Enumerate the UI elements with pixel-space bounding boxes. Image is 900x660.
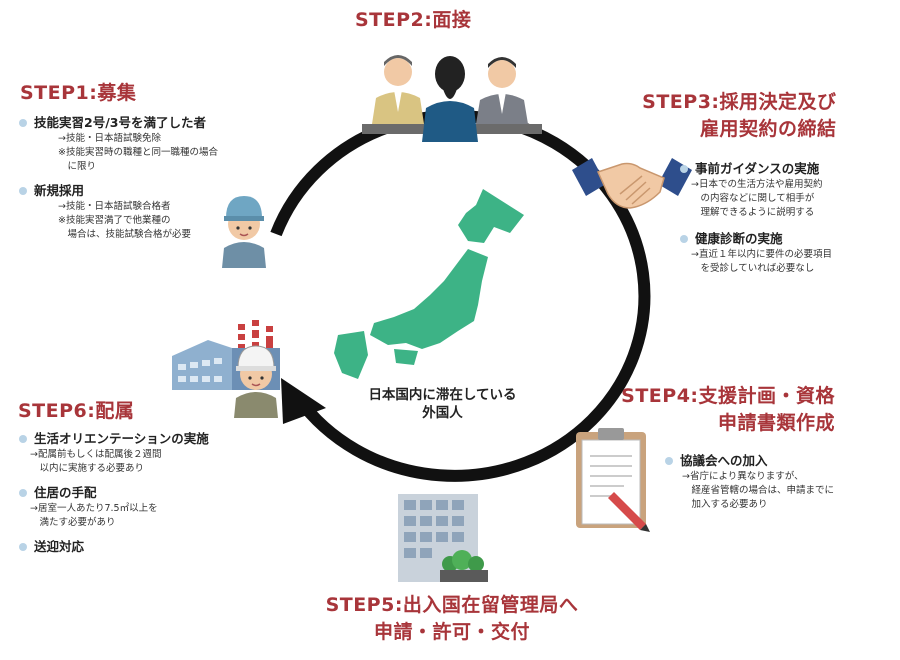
step6-item-3: 送迎対応 bbox=[18, 538, 209, 556]
step6-title: STEP6:配属 bbox=[18, 400, 135, 422]
step1-item-2: 新規採用 →技能・日本語試験合格者 ※技能実習満了で他業種の 場合は、技能試験合… bbox=[18, 182, 218, 242]
step1-item-1: 技能実習2号/3号を満了した者 →技能・日本語試験免除 ※技能実習時の職種と同一… bbox=[18, 114, 218, 174]
step4-content: 協議会への加入 →省庁により異なりますが、 経産省管轄の場合は、申請までに 加入… bbox=[664, 452, 834, 512]
step1-item-1-note-3: に限り bbox=[58, 161, 97, 172]
step1-item-2-note-2: ※技能実習満了で他業種の bbox=[58, 215, 171, 226]
step6-item-1: 生活オリエンテーションの実施 →配属前もしくは配属後２週間 以内に実施する必要あ… bbox=[18, 430, 209, 476]
step3-item-1-note-1: →日本での生活方法や雇用契約 bbox=[691, 179, 823, 190]
step6-item-1-note-1: →配属前もしくは配属後２週間 bbox=[30, 449, 162, 460]
step1-item-1-note-1: →技能・日本語試験免除 bbox=[58, 133, 161, 144]
handshake-icon bbox=[572, 158, 692, 209]
step1-content: 技能実習2号/3号を満了した者 →技能・日本語試験免除 ※技能実習時の職種と同一… bbox=[18, 114, 218, 242]
step4-item-1-note-3: 加入する必要あり bbox=[682, 499, 768, 510]
clipboard-icon bbox=[576, 428, 650, 532]
step4-item-1-note-1: →省庁により異なりますが、 bbox=[682, 471, 804, 482]
step1-item-2-note-1: →技能・日本語試験合格者 bbox=[58, 201, 171, 212]
step6-item-2-label: 住居の手配 bbox=[18, 484, 209, 502]
step3-item-1: 事前ガイダンスの実施 →日本での生活方法や雇用契約 の内容などに関して相手が 理… bbox=[679, 160, 832, 220]
step3-content: 事前ガイダンスの実施 →日本での生活方法や雇用契約 の内容などに関して相手が 理… bbox=[679, 160, 832, 276]
step6-item-2-note-1: →居室一人あたり7.5㎡以上を bbox=[30, 503, 158, 514]
worker-icon bbox=[222, 196, 266, 268]
step4-item-1-note-2: 経産省管轄の場合は、申請までに bbox=[682, 485, 835, 496]
step1-item-1-note-2: ※技能実習時の職種と同一職種の場合 bbox=[58, 147, 218, 158]
center-line-2: 外国人 bbox=[422, 405, 463, 421]
japan-map-icon bbox=[334, 189, 524, 379]
worker-icon bbox=[234, 345, 278, 418]
step3-item-2-label: 健康診断の実施 bbox=[679, 230, 832, 248]
step1-item-2-note-3: 場合は、技能試験合格が必要 bbox=[58, 229, 192, 240]
center-line-1: 日本国内に滞在している bbox=[368, 387, 517, 403]
step3-item-1-label: 事前ガイダンスの実施 bbox=[679, 160, 832, 178]
step1-title: STEP1:募集 bbox=[20, 82, 137, 104]
step5-title: STEP5:出入国在留管理局へ 申請・許可・交付 bbox=[325, 594, 579, 643]
step4-item-1: 協議会への加入 →省庁により異なりますが、 経産省管轄の場合は、申請までに 加入… bbox=[664, 452, 834, 512]
step3-title: STEP3:採用決定及び 雇用契約の締結 bbox=[642, 91, 837, 140]
step3-item-2: 健康診断の実施 →直近１年以内に要件の必要項目 を受診していれば必要なし bbox=[679, 230, 832, 276]
center-label: 日本国内に滞在している 外国人 bbox=[335, 386, 550, 422]
step3-item-1-note-2: の内容などに関して相手が bbox=[691, 193, 815, 204]
step6-item-1-label: 生活オリエンテーションの実施 bbox=[18, 430, 209, 448]
step2-title: STEP2:面接 bbox=[355, 9, 472, 31]
step3-item-1-note-3: 理解できるように説明する bbox=[691, 207, 815, 218]
step6-item-3-label: 送迎対応 bbox=[18, 538, 209, 556]
interview-people-icon bbox=[362, 55, 542, 142]
step3-item-2-note-2: を受診していれば必要なし bbox=[691, 263, 815, 274]
step3-item-2-note-1: →直近１年以内に要件の必要項目 bbox=[691, 249, 832, 260]
step6-item-2: 住居の手配 →居室一人あたり7.5㎡以上を 満たす必要があり bbox=[18, 484, 209, 530]
step6-content: 生活オリエンテーションの実施 →配属前もしくは配属後２週間 以内に実施する必要あ… bbox=[18, 430, 209, 556]
step1-item-2-label: 新規採用 bbox=[18, 182, 218, 200]
step6-item-1-note-2: 以内に実施する必要あり bbox=[30, 463, 145, 474]
step6-item-2-note-2: 満たす必要があり bbox=[30, 517, 116, 528]
office-building-icon bbox=[398, 494, 488, 582]
step4-item-1-label: 協議会への加入 bbox=[664, 452, 834, 470]
step4-title: STEP4:支援計画・資格 申請書類作成 bbox=[621, 385, 836, 434]
step1-item-1-label: 技能実習2号/3号を満了した者 bbox=[18, 114, 218, 132]
